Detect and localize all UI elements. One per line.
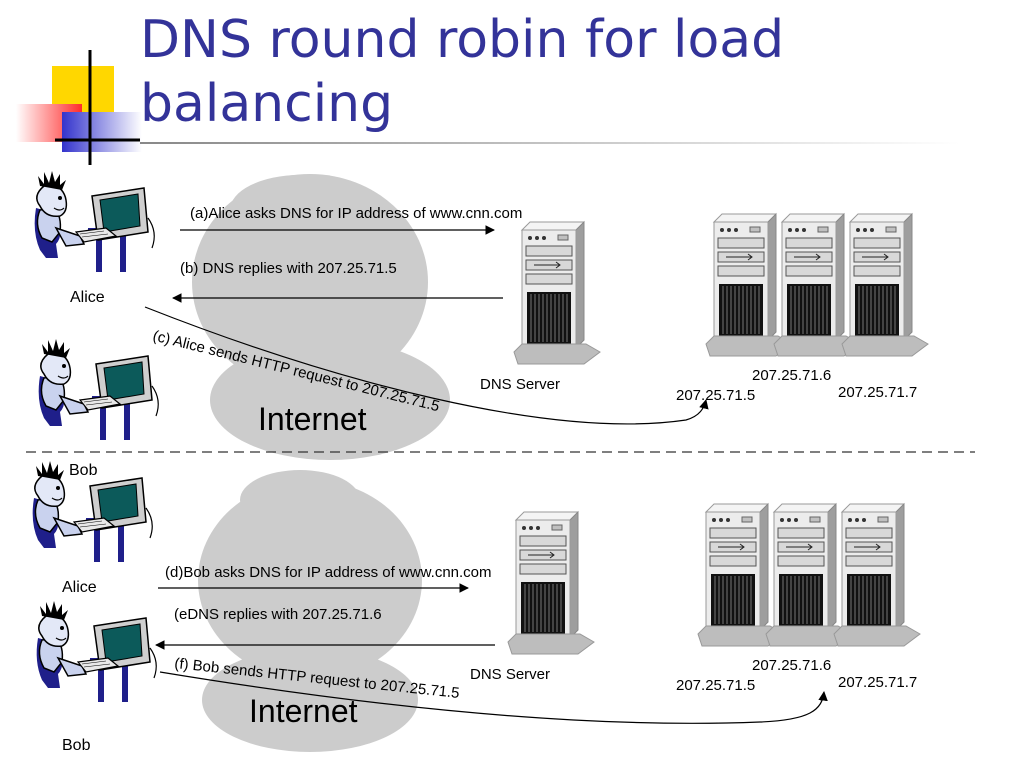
server-ip-label: 207.25.71.7 [838,674,917,691]
title-underline [140,142,960,144]
msg-b: (b) DNS replies with 207.25.71.5 [180,260,397,277]
corner-logo-icon [16,50,142,165]
web-server-icon [773,213,861,357]
server-ip-label: 207.25.71.5 [676,677,755,694]
arrow-http-request [144,306,709,425]
msg-a: (a)Alice asks DNS for IP address of www.… [190,205,522,222]
user-label-alice: Alice [62,579,97,596]
web-server-icon [697,503,785,647]
dns-server-label: DNS Server [480,376,560,393]
arrow-http-request [159,671,828,724]
web-server-icon [833,503,921,647]
internet-label: Internet [258,401,367,437]
server-ip-label: 207.25.71.6 [752,367,831,384]
server-ip-label: 207.25.71.7 [838,384,917,401]
dns-server-label: DNS Server [470,666,550,683]
bob-computer-icon [35,600,157,703]
user-label-alice: Alice [70,289,105,306]
top-internet-cloud [192,174,450,460]
server-ip-label: 207.25.71.5 [676,387,755,404]
web-server-icon [705,213,793,357]
web-server-icon [765,503,853,647]
dns-server-icon [513,221,601,365]
internet-label: Internet [249,693,358,729]
msg-d: (d)Bob asks DNS for IP address of www.cn… [165,564,492,581]
user-label-bob: Bob [69,462,98,479]
msg-e: (eDNS replies with 207.25.71.6 [174,606,382,623]
dns-server-icon [507,511,595,655]
user-label-bob: Bob [62,737,91,754]
server-ip-label: 207.25.71.6 [752,657,831,674]
bottom-internet-cloud [198,470,422,752]
alice-computer-icon [33,170,155,273]
web-server-icon [841,213,929,357]
slide-title: DNS round robin for load balancing [140,10,785,134]
bob-computer-icon [37,338,159,441]
